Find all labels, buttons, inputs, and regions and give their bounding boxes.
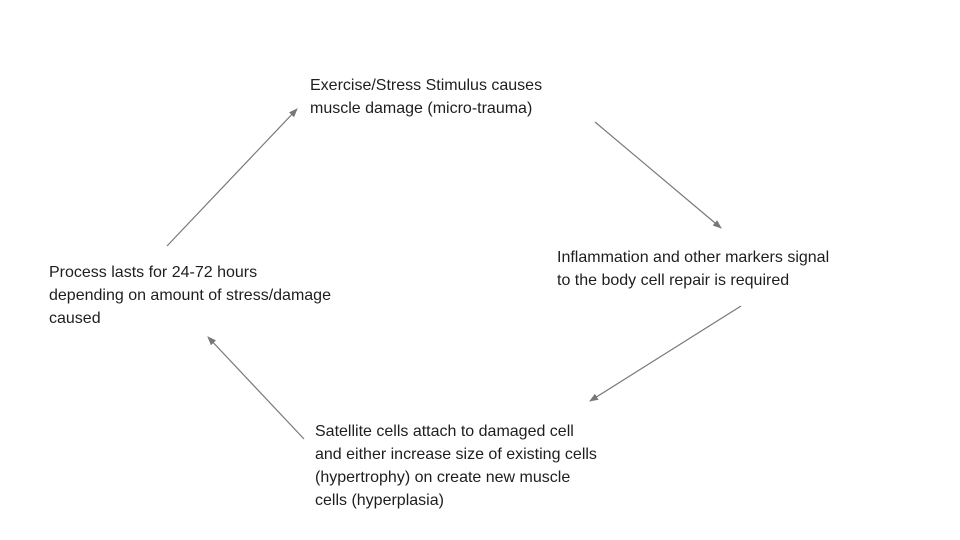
node-exercise-stimulus: Exercise/Stress Stimulus causes muscle d… [310,77,543,117]
node-process-duration: Process lasts for 24-72 hours depending … [49,264,331,327]
arrow-bottom-to-left [207,336,305,440]
arrow-top-to-right [594,121,722,229]
node-satellite-cells: Satellite cells attach to damaged cell a… [315,423,597,509]
arrow-right-to-bottom [589,305,742,402]
node-inflammation-signal: Inflammation and other markers signal to… [557,249,830,289]
arrow-left-to-top [166,108,298,247]
